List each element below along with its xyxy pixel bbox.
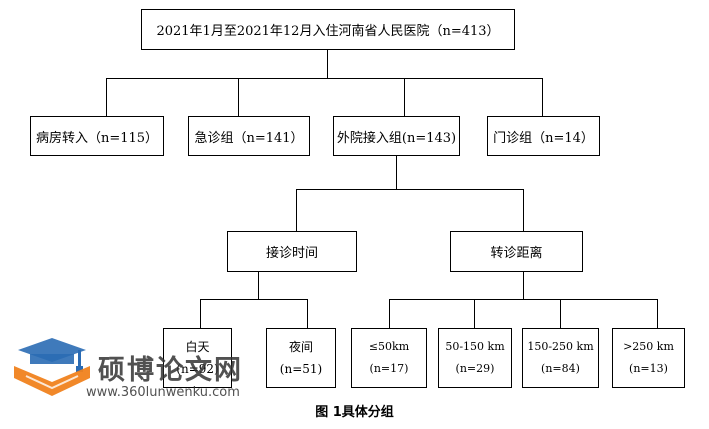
node-night-label: 夜间: [288, 340, 313, 354]
connector: [258, 272, 260, 300]
node-daytime: 白天 (n=92): [163, 328, 232, 388]
connector: [523, 272, 525, 300]
node-outpatient: 门诊组（n=14）: [487, 116, 600, 156]
connector: [657, 299, 659, 328]
root-node: 2021年1月至2021年12月入住河南省人民医院（n=413）: [141, 9, 515, 50]
connector: [396, 156, 398, 190]
node-distance-over-250-count: (n=13): [629, 362, 668, 375]
connector: [404, 78, 406, 116]
node-distance-50-150-label: 50-150 km: [445, 340, 505, 353]
node-daytime-count: (n=92): [176, 362, 219, 376]
node-emergency: 急诊组（n=141）: [188, 116, 310, 156]
connector: [560, 299, 562, 328]
node-referral-distance: 转诊距离: [450, 231, 583, 272]
connector: [389, 299, 658, 301]
connector: [307, 299, 309, 328]
node-admission-time: 接诊时间: [227, 231, 357, 272]
root-node-label: 2021年1月至2021年12月入住河南省人民医院（n=413）: [156, 24, 500, 39]
node-distance-under-50: ≤50km (n=17): [351, 328, 427, 388]
node-distance-50-150: 50-150 km (n=29): [438, 328, 512, 388]
connector: [238, 78, 240, 116]
node-ward-transfer: 病房转入（n=115）: [30, 116, 164, 156]
watermark-url: www.360lunwenku.com: [86, 385, 240, 400]
node-ward-transfer-label: 病房转入（n=115）: [35, 130, 159, 146]
node-emergency-label: 急诊组（n=141）: [194, 130, 304, 146]
node-distance-under-50-count: (n=17): [369, 362, 409, 375]
connector: [200, 299, 202, 328]
watermark: 硕博论文网 www.360lunwenku.com: [12, 336, 257, 404]
node-night-count: (n=51): [279, 362, 323, 376]
node-daytime-label: 白天: [185, 340, 210, 354]
node-external-hospital: 外院接入组(n=143): [333, 116, 460, 156]
node-distance-150-250-label: 150-250 km: [527, 340, 594, 353]
connector: [327, 50, 329, 78]
connector: [296, 189, 524, 191]
connector: [106, 78, 108, 116]
node-distance-over-250-label: >250 km: [623, 340, 674, 353]
connector: [523, 189, 525, 231]
figure-caption: 图 1具体分组: [315, 405, 394, 420]
connector: [542, 78, 544, 116]
connector: [389, 299, 391, 328]
node-distance-150-250-count: (n=84): [541, 362, 580, 375]
connector: [474, 299, 476, 328]
node-referral-distance-label: 转诊距离: [490, 246, 543, 261]
connector: [200, 299, 308, 301]
node-distance-150-250: 150-250 km (n=84): [522, 328, 599, 388]
connector: [296, 189, 298, 231]
connector: [106, 78, 543, 80]
node-distance-50-150-count: (n=29): [455, 362, 495, 375]
node-admission-time-label: 接诊时间: [265, 246, 318, 261]
node-external-hospital-label: 外院接入组(n=143): [336, 130, 457, 146]
watermark-name: 硕博论文网: [98, 355, 243, 386]
node-distance-over-250: >250 km (n=13): [612, 328, 685, 388]
node-night: 夜间 (n=51): [266, 328, 336, 388]
node-outpatient-label: 门诊组（n=14）: [493, 130, 594, 146]
node-distance-under-50-label: ≤50km: [368, 340, 410, 353]
graduation-cap-logo-icon: [14, 338, 90, 396]
